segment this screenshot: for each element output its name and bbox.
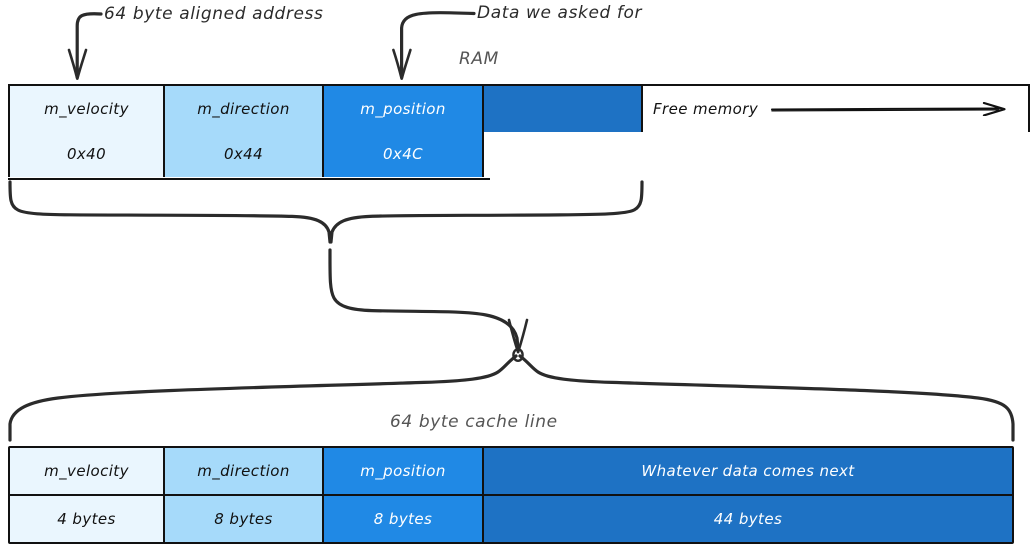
free-memory-right-arrow-icon	[770, 101, 1014, 117]
ram-label: RAM	[459, 49, 499, 69]
ram-free-memory-cell: Free memory	[643, 86, 1028, 132]
cache-line-label: 64 byte cache line	[390, 412, 558, 432]
ram-address-cell-0x40: 0x40	[10, 131, 165, 177]
brace-to-cacheline-connector	[328, 248, 529, 354]
ram-name-cell-empty-3	[484, 86, 643, 132]
aligned-address-pointer-arrow	[67, 12, 103, 80]
ram-name-cell-m-velocity: m_velocity	[10, 86, 165, 132]
cache-size-cell-8-bytes: 8 bytes	[165, 496, 324, 542]
ram-name-cell-m-direction: m_direction	[165, 86, 324, 132]
free-memory-label: Free memory	[653, 100, 759, 118]
cache-name-cell-m-velocity: m_velocity	[10, 448, 165, 494]
cache-size-cell-8-bytes: 8 bytes	[324, 496, 484, 542]
upper-curly-brace	[8, 180, 644, 244]
ram-name-cell-m-position: m_position	[324, 86, 484, 132]
annotation-data-we-asked-for: Data we asked for	[477, 3, 643, 23]
cache-name-cell-m-direction: m_direction	[165, 448, 324, 494]
ram-address-cell-0x44: 0x44	[165, 131, 324, 177]
ram-address-cell-0x4c: 0x4C	[324, 131, 484, 177]
cache-name-cell-m-position: m_position	[324, 448, 484, 494]
cache-size-cell-4-bytes: 4 bytes	[10, 496, 165, 542]
ram-table-bottom-edge	[8, 177, 490, 180]
ram-address-row-filler	[484, 131, 1030, 177]
cache-name-cell-whatever-data-comes-next: Whatever data comes next	[484, 448, 1012, 494]
cache-size-cell-44-bytes: 44 bytes	[484, 496, 1012, 542]
annotation-aligned-address: 64 byte aligned address	[104, 4, 324, 24]
